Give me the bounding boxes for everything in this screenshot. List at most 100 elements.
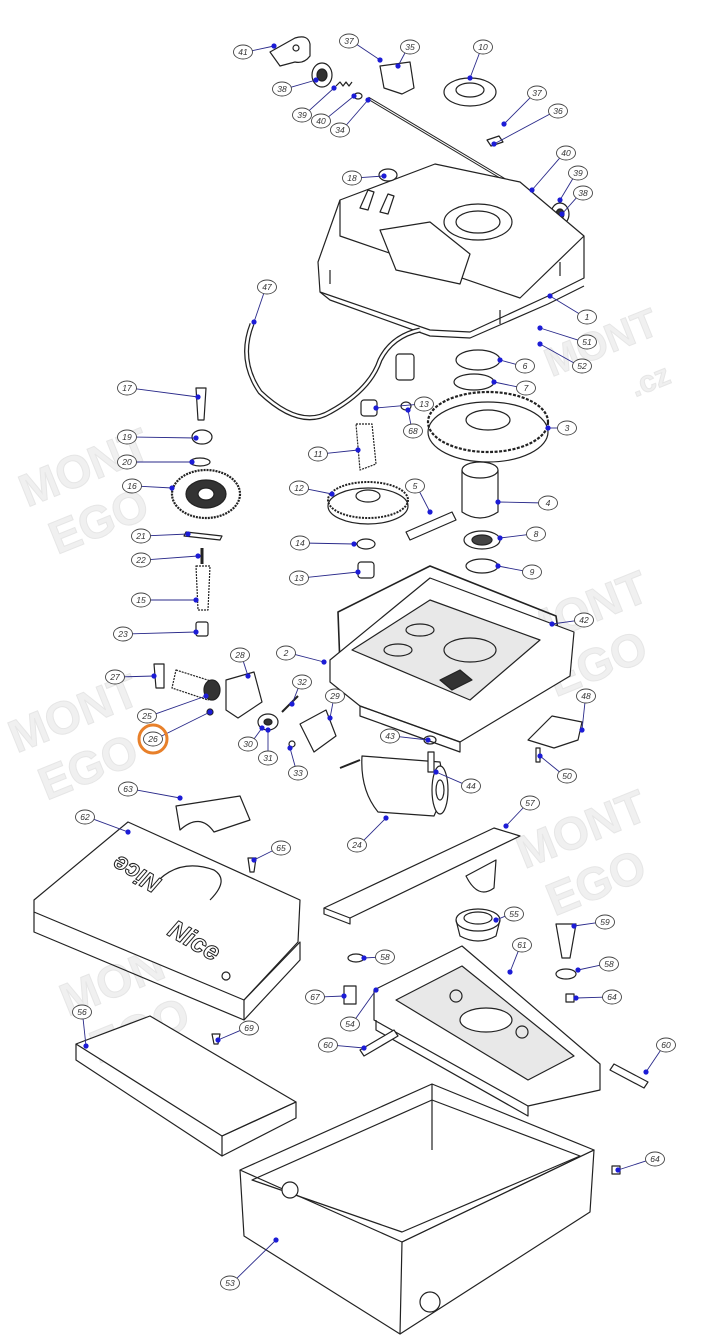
callout-37[interactable]: 37 [339, 33, 383, 63]
callout-3[interactable]: 3 [545, 420, 577, 436]
callout-57[interactable]: 57 [503, 795, 540, 829]
callout-5[interactable]: 5 [405, 478, 433, 515]
callout-40[interactable]: 40 [311, 93, 357, 129]
callout-60[interactable]: 60 [318, 1037, 367, 1053]
callout-26[interactable]: 26 [137, 709, 213, 755]
leader-dot [573, 995, 579, 1001]
callout-22[interactable]: 22 [131, 552, 201, 568]
leader-line [509, 950, 519, 973]
callout-bubble [292, 107, 312, 123]
washer-part [423, 735, 437, 745]
callout-54[interactable]: 54 [340, 987, 379, 1032]
callout-19[interactable]: 19 [117, 429, 199, 445]
callout-10[interactable]: 10 [467, 39, 493, 81]
callout-38[interactable]: 38 [559, 185, 593, 217]
callout-12[interactable]: 12 [289, 480, 335, 497]
callout-41[interactable]: 41 [233, 43, 277, 60]
leader-line [289, 747, 296, 767]
callout-bubble [272, 81, 292, 97]
callout-58[interactable]: 58 [361, 949, 395, 965]
callout-24[interactable]: 24 [347, 815, 389, 853]
leader-dot [491, 379, 497, 385]
callout-67[interactable]: 67 [305, 989, 347, 1005]
callout-25[interactable]: 25 [137, 693, 209, 724]
callout-44[interactable]: 44 [433, 769, 481, 794]
leader-line [499, 534, 528, 539]
callout-21[interactable]: 21 [131, 528, 191, 544]
callout-bubble [258, 750, 278, 766]
callout-7[interactable]: 7 [491, 379, 536, 396]
callout-6[interactable]: 6 [497, 357, 535, 374]
callout-31[interactable]: 31 [258, 727, 278, 766]
callout-69[interactable]: 69 [215, 1020, 259, 1043]
callout-51[interactable]: 51 [537, 325, 597, 350]
callout-number: 5 [413, 481, 418, 491]
callout-61[interactable]: 61 [507, 937, 532, 975]
callout-64[interactable]: 64 [573, 989, 622, 1005]
callout-59[interactable]: 59 [571, 914, 615, 930]
leader-dot [537, 325, 543, 331]
callout-34[interactable]: 34 [330, 97, 371, 138]
callout-18[interactable]: 18 [342, 170, 387, 186]
callout-40[interactable]: 40 [529, 145, 576, 193]
callout-16[interactable]: 16 [122, 478, 175, 494]
bushing-part [191, 429, 213, 445]
callout-9[interactable]: 9 [495, 563, 542, 580]
callout-15[interactable]: 15 [131, 592, 199, 608]
callout-number: 48 [581, 691, 591, 701]
callout-4[interactable]: 4 [495, 495, 558, 511]
callout-number: 37 [344, 36, 354, 46]
callout-60[interactable]: 60 [643, 1037, 676, 1075]
callout-58[interactable]: 58 [575, 956, 619, 973]
callout-56[interactable]: 56 [72, 1004, 92, 1049]
callout-number: 53 [225, 1278, 235, 1288]
callout-47[interactable]: 47 [251, 279, 277, 325]
callout-23[interactable]: 23 [113, 626, 199, 642]
callout-55[interactable]: 55 [493, 906, 524, 923]
callout-62[interactable]: 62 [75, 809, 131, 835]
callout-17[interactable]: 17 [117, 380, 201, 400]
callout-43[interactable]: 43 [380, 728, 431, 744]
callout-39[interactable]: 39 [557, 165, 588, 203]
callout-8[interactable]: 8 [497, 526, 546, 542]
motor-part [339, 755, 449, 817]
callout-1[interactable]: 1 [547, 293, 597, 325]
callout-13[interactable]: 13 [289, 569, 361, 586]
callout-68[interactable]: 68 [403, 407, 423, 439]
callout-20[interactable]: 20 [117, 454, 195, 470]
callout-29[interactable]: 29 [325, 688, 345, 721]
callout-14[interactable]: 14 [290, 535, 357, 551]
callout-35[interactable]: 35 [395, 39, 420, 69]
callout-50[interactable]: 50 [537, 753, 577, 784]
callout-52[interactable]: 52 [537, 341, 592, 374]
callout-37[interactable]: 37 [501, 85, 547, 127]
callout-bubble [538, 495, 558, 511]
callout-38[interactable]: 38 [272, 77, 319, 97]
callout-33[interactable]: 33 [287, 745, 308, 781]
callout-bubble [599, 956, 619, 972]
callout-32[interactable]: 32 [289, 674, 312, 707]
callout-number: 13 [294, 573, 304, 583]
callout-number: 50 [562, 771, 572, 781]
callout-bubble [305, 989, 325, 1005]
leader-line [561, 197, 577, 215]
callout-number: 43 [385, 731, 395, 741]
leader-line [493, 113, 551, 145]
callout-number: 59 [600, 917, 610, 927]
callout-number: 26 [147, 734, 158, 744]
callout-28[interactable]: 28 [230, 647, 251, 679]
callout-53[interactable]: 53 [220, 1237, 279, 1291]
callout-42[interactable]: 42 [549, 612, 594, 628]
callout-30[interactable]: 30 [238, 725, 265, 752]
callout-27[interactable]: 27 [105, 669, 157, 685]
callout-48[interactable]: 48 [576, 688, 596, 733]
callout-13[interactable]: 13 [373, 396, 434, 412]
callout-64[interactable]: 64 [615, 1151, 665, 1173]
callout-63[interactable]: 63 [118, 781, 183, 801]
callout-2[interactable]: 2 [276, 645, 327, 665]
leader-dot [575, 967, 581, 973]
callout-36[interactable]: 36 [491, 103, 568, 147]
callout-39[interactable]: 39 [292, 85, 337, 123]
callout-65[interactable]: 65 [251, 840, 291, 863]
callout-11[interactable]: 11 [308, 446, 361, 462]
